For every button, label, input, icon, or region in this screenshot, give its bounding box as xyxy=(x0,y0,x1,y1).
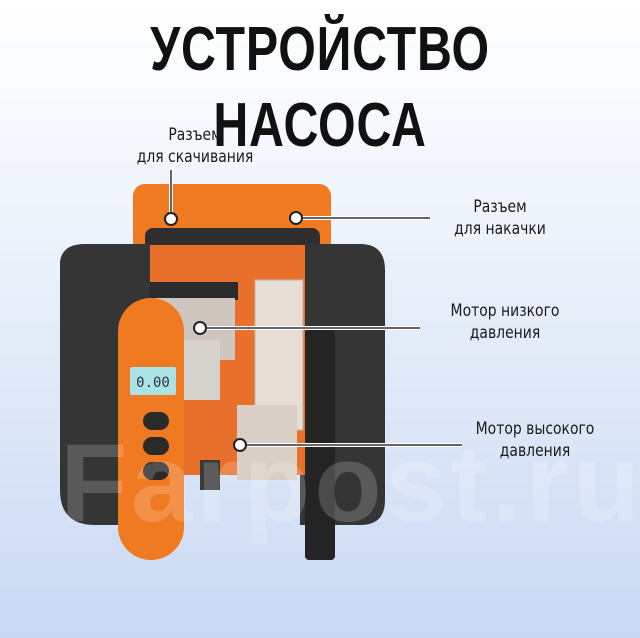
display-value: 0.00 xyxy=(136,375,170,391)
button-1[interactable] xyxy=(143,412,169,430)
high-motor-dot xyxy=(233,438,247,452)
low-motor-dot xyxy=(193,321,207,335)
label-low-pressure-motor: Мотор низкого давления xyxy=(450,301,560,343)
lcd-display xyxy=(130,367,176,395)
label-inflate-port: Разъем для накачки xyxy=(454,197,546,239)
inflate-port-dot xyxy=(289,211,303,225)
label-high-pressure-motor: Мотор высокого давления xyxy=(475,419,595,461)
deflate-port-dot xyxy=(164,212,178,226)
watermark: Farpost.ru xyxy=(60,422,640,545)
label-deflate-port: Разъем для скачивания xyxy=(136,125,254,167)
page-title: УСТРОЙСТВО НАСОСА xyxy=(150,15,490,160)
button-2[interactable] xyxy=(143,437,169,455)
button-3[interactable] xyxy=(143,462,169,480)
